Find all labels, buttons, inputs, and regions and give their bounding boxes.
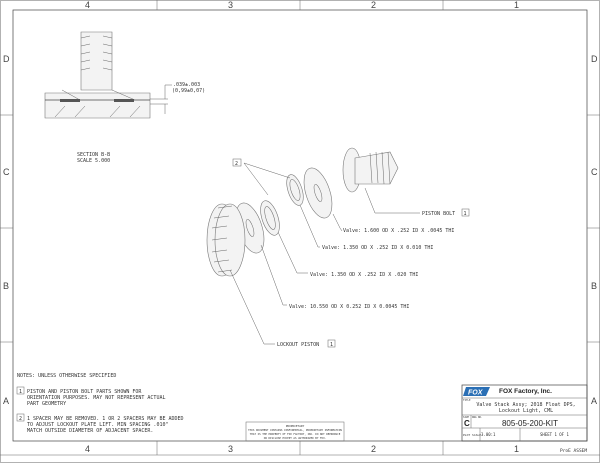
zone-labels: 4 3 2 1 4 3 2 1 D C B A D C B A xyxy=(3,0,598,454)
valve-1600 xyxy=(303,167,333,219)
zone-row-c-right: C xyxy=(591,167,598,177)
piston-bolt xyxy=(342,147,399,193)
piston-section xyxy=(44,92,151,119)
title-label: TITLE xyxy=(463,398,471,402)
proprietary-line-2: THAT IS THE PROPERTY OF FOX FACTORY, INC… xyxy=(250,432,341,436)
section-dimension-mm: (0,99±0,07) xyxy=(172,88,205,94)
sheet-number: SHEET 1 OF 1 xyxy=(540,432,569,437)
note-flag-2 xyxy=(232,158,242,167)
valve-4-label: Valve: 10.550 OD X 0.252 ID X 0.0045 THI xyxy=(289,304,409,310)
proprietary-notice: PROPRIETARY THIS DOCUMENT CONTAINS CONFI… xyxy=(245,421,345,442)
notes-header: NOTES: UNLESS OTHERWISE SPECIFIED xyxy=(17,373,116,379)
section-dimension-inch: .039±.003 xyxy=(173,82,200,88)
note-1-line-2: ORIENTATION PURPOSES. MAY NOT REPRESENT … xyxy=(27,395,165,401)
zone-col-3: 3 xyxy=(228,0,233,10)
note-1-number: 1 xyxy=(19,389,22,395)
notes: NOTES: UNLESS OTHERWISE SPECIFIED 1 PIST… xyxy=(16,373,184,434)
spacer-2 xyxy=(260,200,280,236)
plot-scale-label: PLOT SCALE xyxy=(463,433,481,437)
logo-text: FOX xyxy=(468,390,484,397)
note-2-line-3: MATCH OUTSIDE DIAMETER OF ADJACENT SPACE… xyxy=(27,428,153,434)
plot-scale: 3.00:1 xyxy=(481,432,496,437)
note-1-line-1: PISTON AND PISTON BOLT PARTS SHOWN FOR xyxy=(27,389,142,395)
zone-row-b-right: B xyxy=(591,281,597,291)
exploded-view: 2 PISTON BOLT 1 Valve: 1.600 OD X .252 I… xyxy=(206,147,470,348)
spacer-1 xyxy=(286,174,304,206)
zone-row-a-right: A xyxy=(591,396,597,406)
zone-row-b: B xyxy=(3,281,9,291)
sheet-size: C xyxy=(464,419,470,428)
valve-3-label: Valve: 1.350 OD X .252 ID X .020 THI xyxy=(310,272,418,278)
note-2-number: 2 xyxy=(19,416,22,422)
zone-col-3-bottom: 3 xyxy=(228,444,233,454)
source-label: ProE ASSEM xyxy=(560,448,587,454)
zone-row-d: D xyxy=(3,54,10,64)
zone-row-a: A xyxy=(3,396,9,406)
lockout-piston-label: LOCKOUT PISTON xyxy=(277,342,319,348)
zone-col-2-bottom: 2 xyxy=(371,444,376,454)
title-block: FOX FOX Factory, Inc. TITLE Valve Stack … xyxy=(461,384,588,442)
proprietary-line-3: OR DISCLOSE EXCEPT AS AUTHORIZED BY FOX. xyxy=(264,436,326,440)
piston-bolt-label: PISTON BOLT xyxy=(422,211,455,217)
dwg-no-label: DWG NO. xyxy=(472,415,483,419)
leader-lines xyxy=(229,162,420,345)
zone-col-4: 4 xyxy=(85,0,90,10)
note-2-line-1: 1 SPACER MAY BE REMOVED. 1 OR 2 SPACERS … xyxy=(27,416,184,422)
drawing-number: 805-05-200-KIT xyxy=(502,419,558,428)
section-scale: SCALE 5.000 xyxy=(77,158,110,164)
proprietary-line-1: THIS DOCUMENT CONTAINS CONFIDENTIAL, PRO… xyxy=(248,428,342,432)
lockout-piston xyxy=(206,203,246,277)
valve-2-label: Valve: 1.350 OD X .252 ID X 0.010 THI xyxy=(322,245,433,251)
section-view: .039±.003 (0,99±0,07) SECTION B-B SCALE … xyxy=(44,31,205,164)
zone-row-d-right: D xyxy=(591,54,598,64)
note-1-line-3: PART GEOMETRY xyxy=(27,401,66,407)
note-2-line-2: TO ADJUST LOCKOUT PLATE LIFT. MIN SPACIN… xyxy=(27,422,168,428)
zone-col-4-bottom: 4 xyxy=(85,444,90,454)
zone-col-1-bottom: 1 xyxy=(514,444,519,454)
spacer-note-number: 2 xyxy=(235,161,238,167)
piston-bolt-note: 1 xyxy=(464,211,467,217)
drawing-title-line-1: Valve Stack Assy; 2018 Float DPS, xyxy=(476,402,575,408)
valve-1-label: Valve: 1.600 OD X .252 ID X .0045 THI xyxy=(343,228,454,234)
proprietary-title: PROPRIETARY xyxy=(286,424,305,428)
lockout-piston-note: 1 xyxy=(330,342,333,348)
fox-logo: FOX xyxy=(463,387,490,397)
drawing-title-line-2: Lockout Light, CML xyxy=(499,408,553,414)
zone-col-2: 2 xyxy=(371,0,376,10)
section-label: SECTION B-B xyxy=(77,152,110,158)
zone-col-1: 1 xyxy=(514,0,519,10)
zone-row-c: C xyxy=(3,167,10,177)
company-name: FOX Factory, Inc. xyxy=(499,388,552,395)
size-label: SIZE xyxy=(463,415,470,419)
